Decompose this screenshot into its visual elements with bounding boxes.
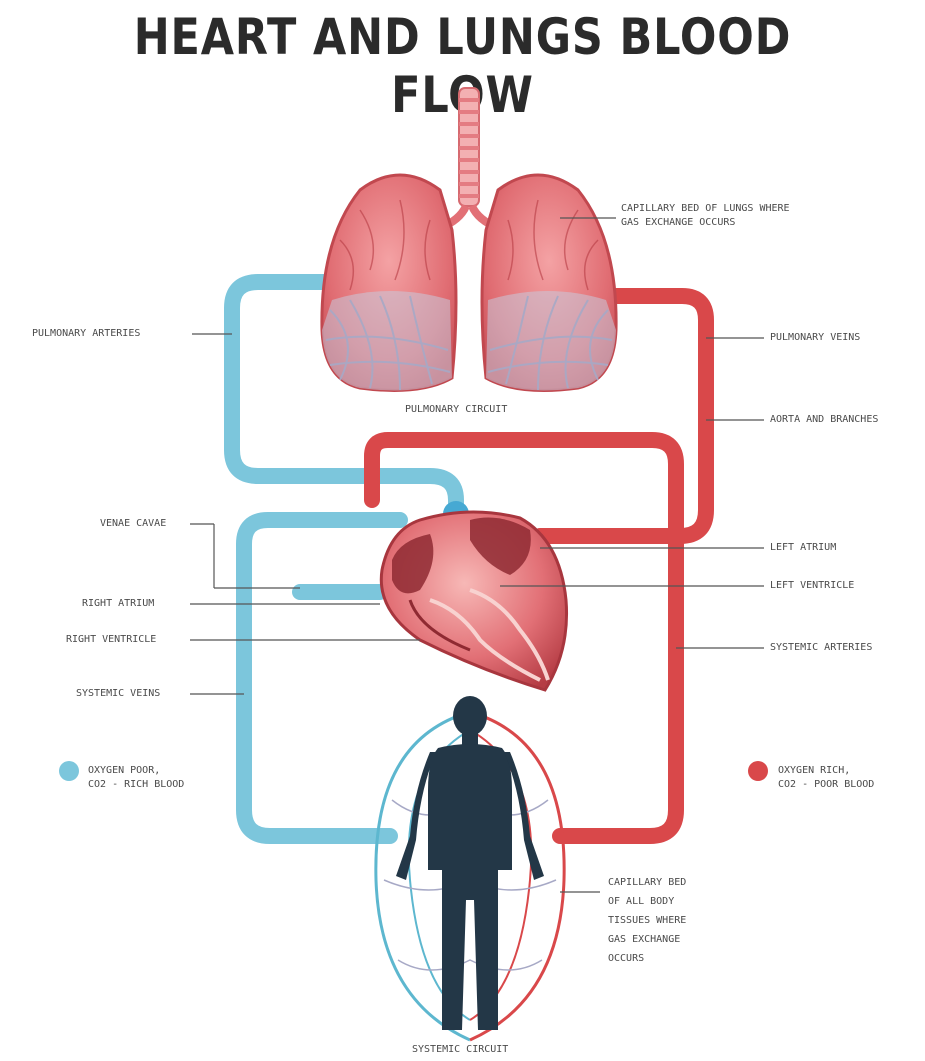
label-capillary-body: CAPILLARY BED OF ALL BODY TISSUES WHERE … — [608, 873, 686, 968]
label-capillary-lungs-line1: CAPILLARY BED OF LUNGS WHERE — [621, 202, 790, 216]
systemic-vein-vessel — [244, 520, 400, 836]
label-capillary-lungs-line2: GAS EXCHANGE OCCURS — [621, 216, 790, 230]
label-capillary-body-line2: OF ALL BODY — [608, 892, 686, 911]
label-capillary-body-line1: CAPILLARY BED — [608, 873, 686, 892]
legend-oxygen-rich: OXYGEN RICH, CO2 - POOR BLOOD — [778, 764, 874, 792]
label-systemic-veins: SYSTEMIC VEINS — [76, 687, 160, 701]
label-right-ventricle: RIGHT VENTRICLE — [66, 633, 156, 647]
human-silhouette — [396, 696, 544, 1030]
label-right-atrium: RIGHT ATRIUM — [82, 597, 154, 611]
trachea — [440, 88, 498, 228]
label-capillary-body-line5: OCCURS — [608, 949, 686, 968]
right-lung — [482, 175, 616, 390]
legend-oxygen-poor-line2: CO2 - RICH BLOOD — [88, 778, 184, 792]
legend-oxygen-poor-dot — [59, 761, 79, 781]
label-systemic-circuit: SYSTEMIC CIRCUIT — [412, 1043, 508, 1057]
left-lung — [322, 175, 456, 390]
heart — [381, 512, 566, 690]
legend-oxygen-poor-line1: OXYGEN POOR, — [88, 764, 184, 778]
label-pulmonary-arteries: PULMONARY ARTERIES — [32, 327, 140, 341]
label-left-ventricle: LEFT VENTRICLE — [770, 579, 854, 593]
legend-oxygen-rich-dot — [748, 761, 768, 781]
label-systemic-arteries: SYSTEMIC ARTERIES — [770, 641, 872, 655]
label-left-atrium: LEFT ATRIUM — [770, 541, 836, 555]
label-capillary-body-line4: GAS EXCHANGE — [608, 930, 686, 949]
legend-oxygen-rich-line1: OXYGEN RICH, — [778, 764, 874, 778]
label-venae-cavae: VENAE CAVAE — [100, 517, 166, 531]
label-capillary-lungs: CAPILLARY BED OF LUNGS WHERE GAS EXCHANG… — [621, 202, 790, 230]
label-capillary-body-line3: TISSUES WHERE — [608, 911, 686, 930]
label-pulmonary-circuit: PULMONARY CIRCUIT — [405, 403, 507, 417]
legend-oxygen-poor: OXYGEN POOR, CO2 - RICH BLOOD — [88, 764, 184, 792]
label-aorta-branches: AORTA AND BRANCHES — [770, 413, 878, 427]
label-pulmonary-veins: PULMONARY VEINS — [770, 331, 860, 345]
legend-oxygen-rich-line2: CO2 - POOR BLOOD — [778, 778, 874, 792]
